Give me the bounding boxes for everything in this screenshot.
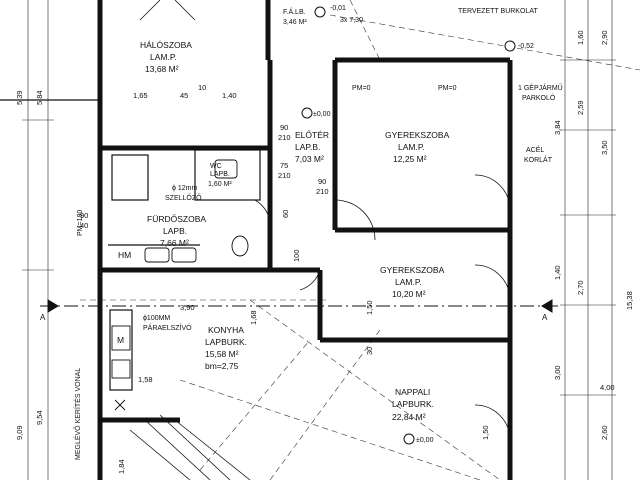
section-line-a — [40, 299, 560, 313]
eloter-floor: LAP.B. — [295, 142, 320, 152]
wc-floor: LAPB. — [210, 171, 230, 178]
halo-floor: LAM.P. — [150, 52, 177, 62]
dashed-lines — [80, 0, 640, 480]
dim-150a: 1,50 — [365, 300, 374, 315]
furdo-area: 7,66 M² — [160, 238, 189, 248]
gyerek2-floor: LAM.P. — [395, 277, 422, 287]
konyha-name: KONYHA — [208, 325, 244, 335]
level-markers — [301, 6, 516, 445]
dim-210a: 210 — [278, 133, 291, 142]
right-dimension-chain — [560, 0, 616, 480]
parkolo-1: 1 GÉPJÁRMŰ — [518, 83, 563, 92]
level-neg: -0,52 — [518, 43, 534, 50]
gyerek1-floor: LAM.P. — [398, 142, 425, 152]
nappali-name: NAPPALI — [395, 387, 430, 397]
gyerek1-area: 12,25 M² — [393, 154, 427, 164]
partitions — [0, 99, 261, 391]
dim-300: 3,00 — [553, 365, 562, 380]
dim-90a: 90 — [280, 123, 288, 132]
dim-539: 5,39 — [15, 90, 24, 105]
dim-30: 30 — [365, 347, 374, 355]
dim-184: 1,84 — [117, 459, 126, 474]
dim-158: 1,58 — [138, 375, 153, 384]
pm0-2: PM=0 — [438, 85, 457, 92]
meglevo-kerites: MEGLÉVŐ KERÍTÉS VONAL — [73, 368, 82, 460]
dim-290: 2,90 — [600, 30, 609, 45]
gyerek2-name: GYEREKSZOBA — [380, 265, 445, 275]
door-swings — [139, 0, 511, 441]
dim-350: 3,50 — [600, 140, 609, 155]
labels: HÁLÓSZOBA LAM.P. 13,68 M² GYEREKSZOBA LA… — [15, 5, 634, 474]
dim-75: 75 — [280, 161, 288, 170]
dim-384: 3,84 — [553, 120, 562, 135]
level-0-eloter: ±0,00 — [313, 111, 331, 118]
dim-140r: 1,40 — [553, 265, 562, 280]
dim-40l: 40 — [80, 221, 88, 230]
dim-3x730: 3x 7,30 — [340, 17, 363, 24]
dim-210c: 210 — [278, 171, 291, 180]
walls — [97, 0, 513, 480]
gyerek2-area: 10,20 M² — [392, 289, 426, 299]
dim-909: 9,09 — [15, 425, 24, 440]
dim-210b: 210 — [316, 187, 329, 196]
paraelszivo-1: ϕ100MM — [143, 315, 170, 322]
dim-1538: 15,38 — [625, 291, 634, 310]
dim-10: 10 — [198, 83, 206, 92]
dim-168: 1,68 — [249, 310, 258, 325]
dim-270: 2,70 — [576, 280, 585, 295]
level-neg2: -0,01 — [330, 5, 346, 12]
dim-150b: 1,50 — [481, 425, 490, 440]
dim-260: 2,60 — [600, 425, 609, 440]
nappali-floor: LAPBURK. — [392, 399, 434, 409]
level-0-nappali: ±0,00 — [416, 437, 434, 444]
dim-584: 5,84 — [35, 90, 44, 105]
dim-100: 100 — [292, 249, 301, 262]
m-label: M — [117, 335, 124, 345]
dim-140: 1,40 — [222, 91, 237, 100]
tervezett-burkolat: TERVEZETT BURKOLAT — [458, 8, 538, 15]
parkolo-2: PARKOLÓ — [522, 93, 556, 102]
wc-name: WC — [210, 163, 222, 170]
wc-area: 1,60 M² — [208, 181, 232, 188]
halo-name: HÁLÓSZOBA — [140, 40, 192, 50]
falb-area: 3,46 M² — [283, 19, 307, 26]
falb-label: F.Á.LB. — [283, 7, 306, 16]
konyha-area: 15,58 M² — [205, 349, 239, 359]
szellozo-1: ϕ 12mm — [172, 185, 197, 192]
dim-165: 1,65 — [133, 91, 148, 100]
dim-160: 1,60 — [576, 30, 585, 45]
nappali-area: 22,84 M² — [392, 412, 426, 422]
dim-90l: 90 — [80, 211, 88, 220]
section-a-right: A — [542, 313, 548, 322]
eloter-name: ELŐTÉR — [295, 130, 329, 140]
dim-45: 45 — [180, 91, 188, 100]
konyha-bm: bm=2,75 — [205, 361, 239, 371]
dim-90b: 90 — [318, 177, 326, 186]
paraelszivo-2: PÁRAELSZÍVÓ — [143, 323, 192, 332]
dim-60: 60 — [281, 210, 290, 218]
eloter-area: 7,03 M² — [295, 154, 324, 164]
hm-label: HM — [118, 250, 131, 260]
stairs — [129, 414, 251, 480]
halo-area: 13,68 M² — [145, 64, 179, 74]
fixtures — [111, 159, 249, 411]
korlat-label: KORLÁT — [524, 155, 553, 164]
acel-label: ACÉL — [526, 145, 544, 154]
furdo-name: FÜRDŐSZOBA — [147, 214, 206, 224]
dim-390: 3,90 — [180, 303, 195, 312]
dim-259: 2,59 — [576, 100, 585, 115]
konyha-floor: LAPBURK. — [205, 337, 247, 347]
szellozo-2: SZELLŐZŐ — [165, 193, 202, 202]
gyerek1-name: GYEREKSZOBA — [385, 130, 450, 140]
dim-400: 4,00 — [600, 383, 615, 392]
pm0-1: PM=0 — [352, 85, 371, 92]
pm180-label: PM=180 — [77, 210, 84, 236]
section-a-left: A — [40, 313, 46, 322]
furdo-floor: LAPB. — [163, 226, 187, 236]
left-dimension-chain — [22, 0, 54, 480]
dim-954: 9,54 — [35, 410, 44, 425]
